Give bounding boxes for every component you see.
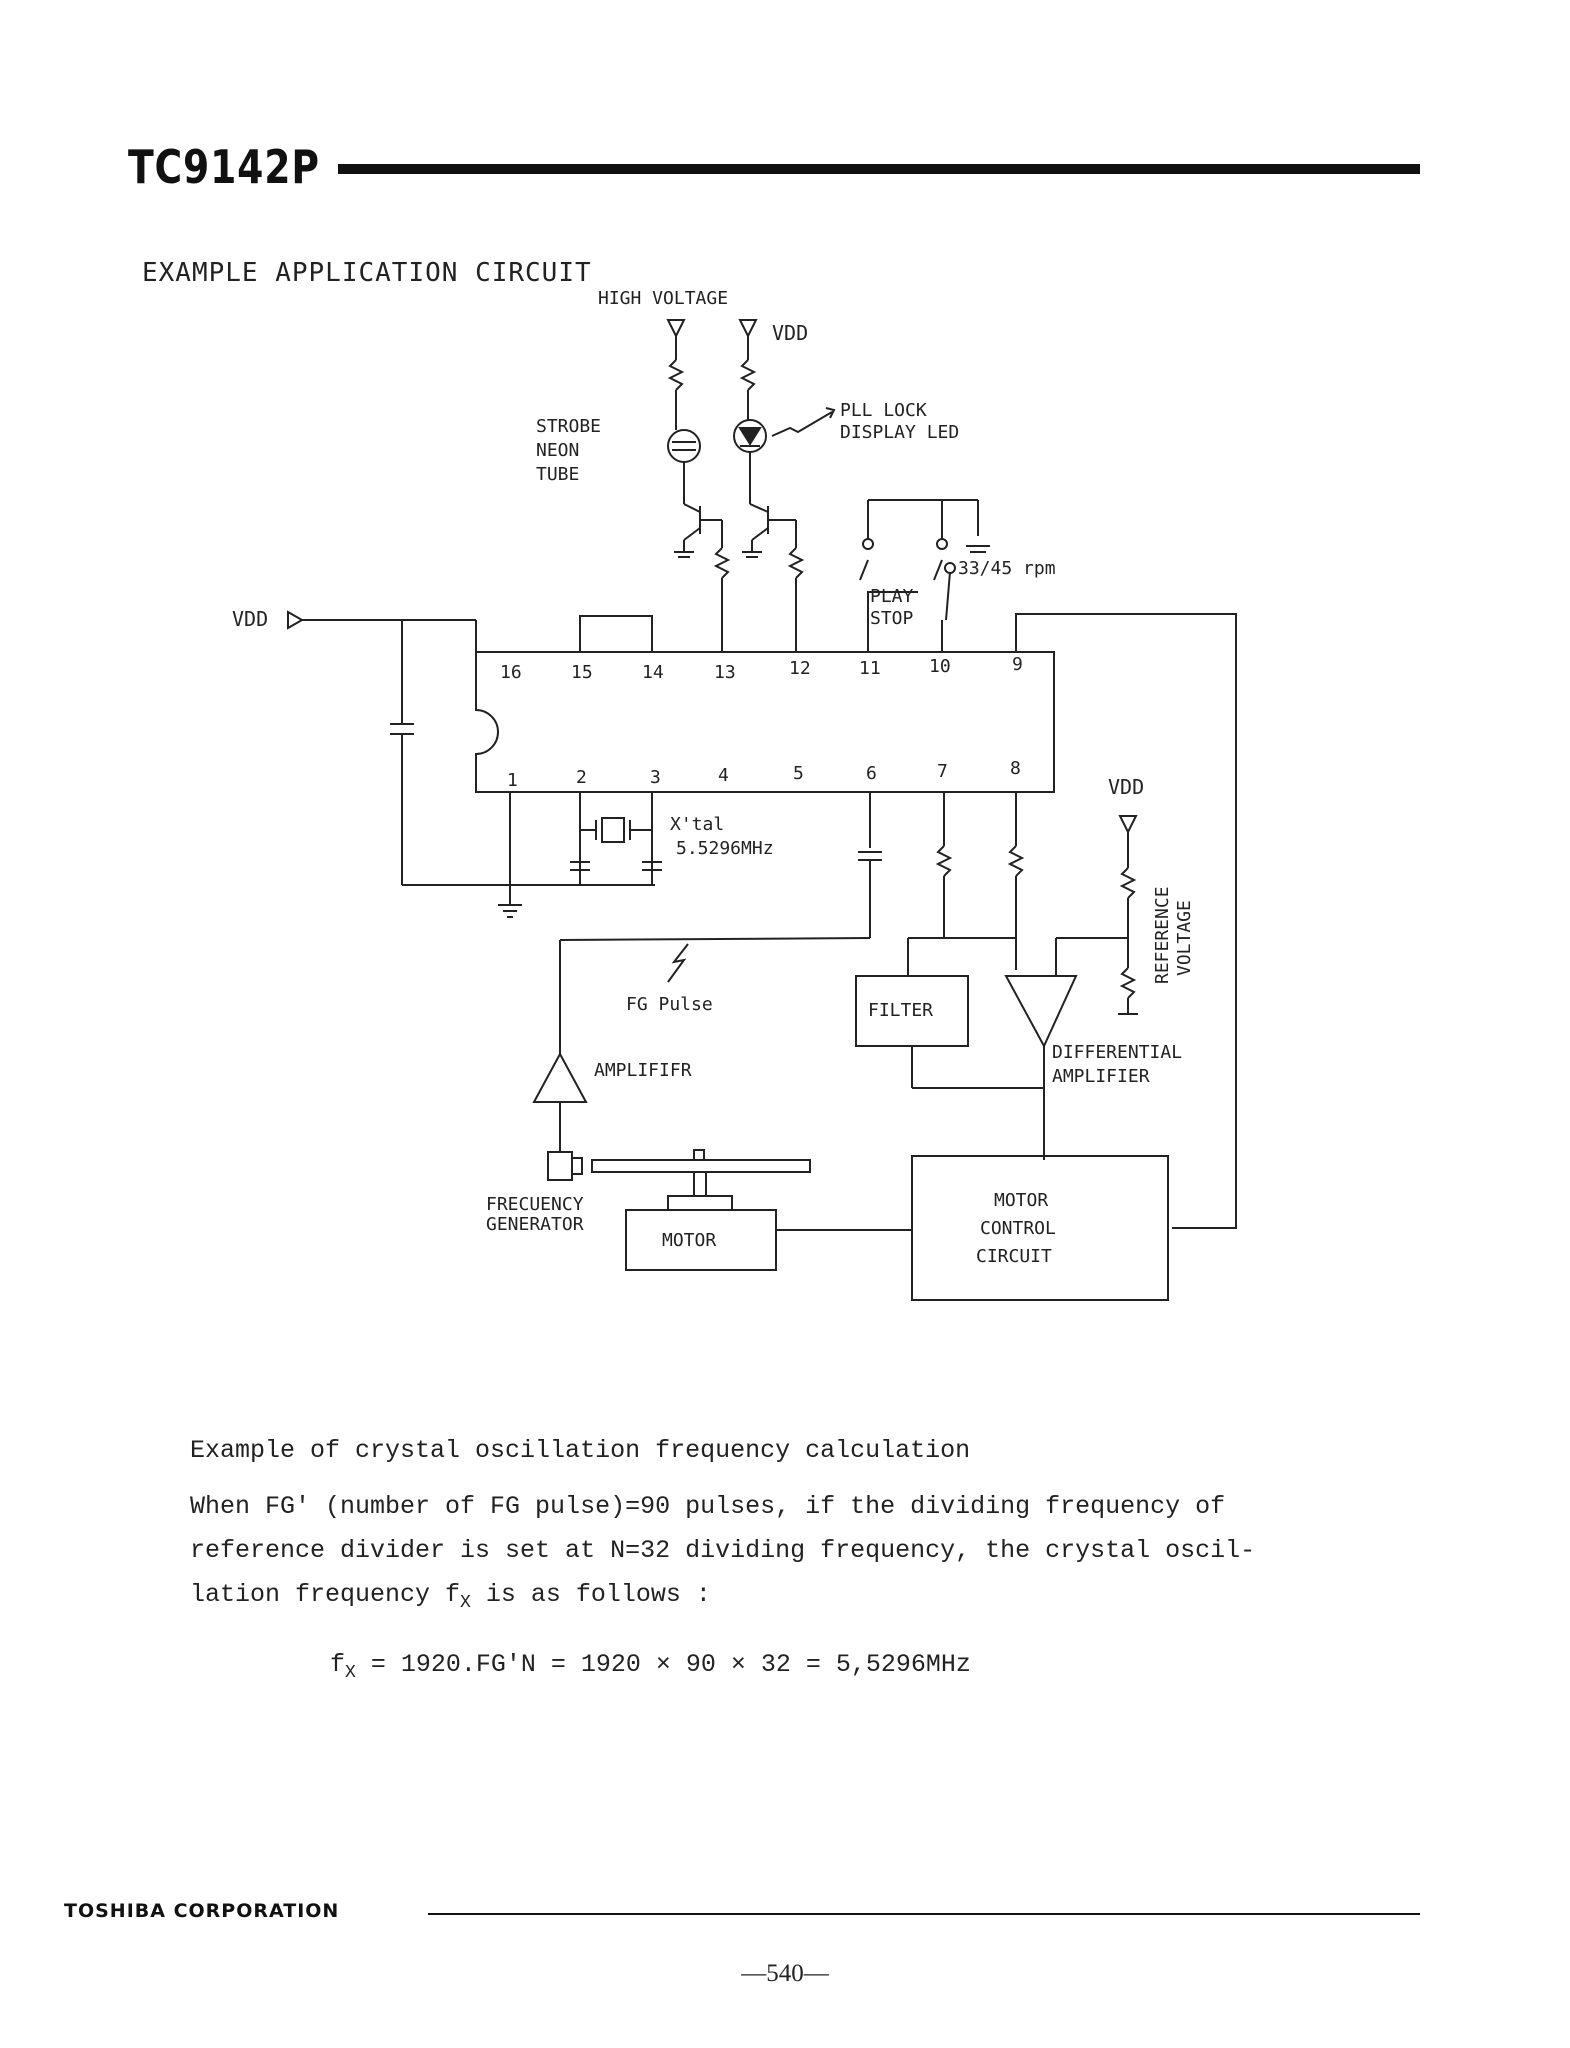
voltage-label: VOLTAGE <box>1174 900 1195 976</box>
diff-amp-label-1: DIFFERENTIAL <box>1052 1042 1182 1063</box>
motor-control-label-3: CIRCUIT <box>976 1246 1052 1267</box>
motor-control-label-2: CONTROL <box>980 1218 1056 1239</box>
ground-pin1 <box>498 792 522 918</box>
footer-rule <box>428 1913 1420 1915</box>
diff-amp-label-2: AMPLIFIER <box>1052 1066 1150 1087</box>
reference-voltage-divider: VDD REFERENCE VOLTAGE <box>1108 775 1195 1015</box>
part-number-title: TC9142P <box>128 140 320 194</box>
pin-8: 8 <box>1010 758 1021 779</box>
line3-pre: lation frequency f <box>190 1580 461 1609</box>
display-led-label: DISPLAY LED <box>840 422 959 443</box>
pll-lock-label: PLL LOCK <box>840 400 927 421</box>
crystal-frequency-label: 5.5296MHz <box>676 838 774 859</box>
reference-label: REFERENCE <box>1152 886 1173 984</box>
pin-4: 4 <box>718 765 729 786</box>
company-name: TOSHIBA CORPORATION <box>64 1900 340 1922</box>
play-label: PLAY <box>870 586 914 607</box>
pin-1: 1 <box>507 770 518 791</box>
fg-pulse-path: FG Pulse <box>559 792 882 1054</box>
generator-label: GENERATOR <box>486 1214 584 1235</box>
ic-pin-numbers-bottom: 1 2 3 4 5 6 7 8 <box>507 758 1021 791</box>
pin-14: 14 <box>642 662 664 683</box>
formula-post: = 1920.FG'N = 1920 × 90 × 32 = 5,5296MHz <box>355 1650 971 1679</box>
tube-label: TUBE <box>536 464 579 485</box>
pin-3: 3 <box>650 767 661 788</box>
pin-13: 13 <box>714 662 736 683</box>
pin-2: 2 <box>576 767 587 788</box>
fg-pulse-label: FG Pulse <box>626 994 713 1015</box>
formula-subscript: X <box>345 1663 356 1683</box>
frequency-formula: fX = 1920.FG'N = 1920 × 90 × 32 = 5,5296… <box>330 1650 971 1683</box>
transistors <box>674 492 805 652</box>
crystal-oscillator: X'tal 5.5296MHz <box>570 792 774 885</box>
ic-pin-numbers-top: 16 15 14 13 12 11 10 9 <box>500 654 1023 683</box>
vdd-top-label: VDD <box>772 321 808 345</box>
play-stop-speed-switches: 33/45 rpm PLAY STOP <box>859 499 1056 652</box>
calculation-line-3: lation frequency fX is as follows : <box>190 1580 711 1613</box>
amplifier: AMPLIFIFR <box>532 1051 692 1152</box>
motor-control-circuit: MOTOR CONTROL CIRCUIT <box>911 1155 1169 1301</box>
line3-subscript: X <box>460 1593 471 1613</box>
pll-lock-led: PLL LOCK DISPLAY LED <box>733 400 959 492</box>
calculation-line-2: reference divider is set at N=32 dividin… <box>190 1536 1256 1565</box>
vdd-left-label: VDD <box>232 607 268 631</box>
calculation-heading: Example of crystal oscillation frequency… <box>190 1436 971 1465</box>
ic-package <box>475 651 1055 793</box>
high-voltage-label: HIGH VOLTAGE <box>598 288 728 309</box>
header-rule <box>338 164 1420 174</box>
page-number: —540— <box>741 1960 829 1987</box>
pin-12: 12 <box>789 658 811 679</box>
pin-5: 5 <box>793 763 804 784</box>
pin-6: 6 <box>866 763 877 784</box>
filter-label: FILTER <box>868 1000 933 1021</box>
amplifier-label: AMPLIFIFR <box>594 1060 692 1081</box>
pin-9: 9 <box>1012 654 1023 675</box>
pin-10: 10 <box>929 656 951 677</box>
motor-label: MOTOR <box>662 1230 716 1251</box>
filter-diff-amp-network: FILTER DIFFERENTIAL AMPLIFIER <box>855 792 1182 1160</box>
formula-pre: f <box>330 1650 346 1679</box>
pin9-feedback-line <box>1015 613 1237 1229</box>
motor-control-label-1: MOTOR <box>994 1190 1048 1211</box>
frequency-generator-motor: MOTOR FRECUENCY GENERATOR <box>486 1149 912 1271</box>
strobe-neon-tube: STROBE NEON TUBE <box>536 416 701 492</box>
neon-label: NEON <box>536 440 579 461</box>
frequency-label: FRECUENCY <box>486 1194 584 1215</box>
pin-7: 7 <box>937 761 948 782</box>
calculation-line-1: When FG' (number of FG pulse)=90 pulses,… <box>190 1492 1226 1521</box>
pin15-pin14-link <box>579 615 653 652</box>
vdd-right-label: VDD <box>1108 775 1144 799</box>
pin-11: 11 <box>859 658 881 679</box>
speed-switch-label: 33/45 rpm <box>958 558 1056 579</box>
application-circuit-diagram: 16 15 14 13 12 11 10 9 1 2 3 4 5 6 7 8 V… <box>232 288 1237 1301</box>
vdd-supply-left: VDD <box>232 607 655 886</box>
line3-post: is as follows : <box>470 1580 711 1609</box>
vdd-supply-top: VDD <box>666 319 808 420</box>
strobe-label: STROBE <box>536 416 601 437</box>
pin-15: 15 <box>571 662 593 683</box>
pin-16: 16 <box>500 662 522 683</box>
crystal-label: X'tal <box>670 814 724 835</box>
stop-label: STOP <box>870 608 914 629</box>
section-title: EXAMPLE APPLICATION CIRCUIT <box>142 258 592 288</box>
